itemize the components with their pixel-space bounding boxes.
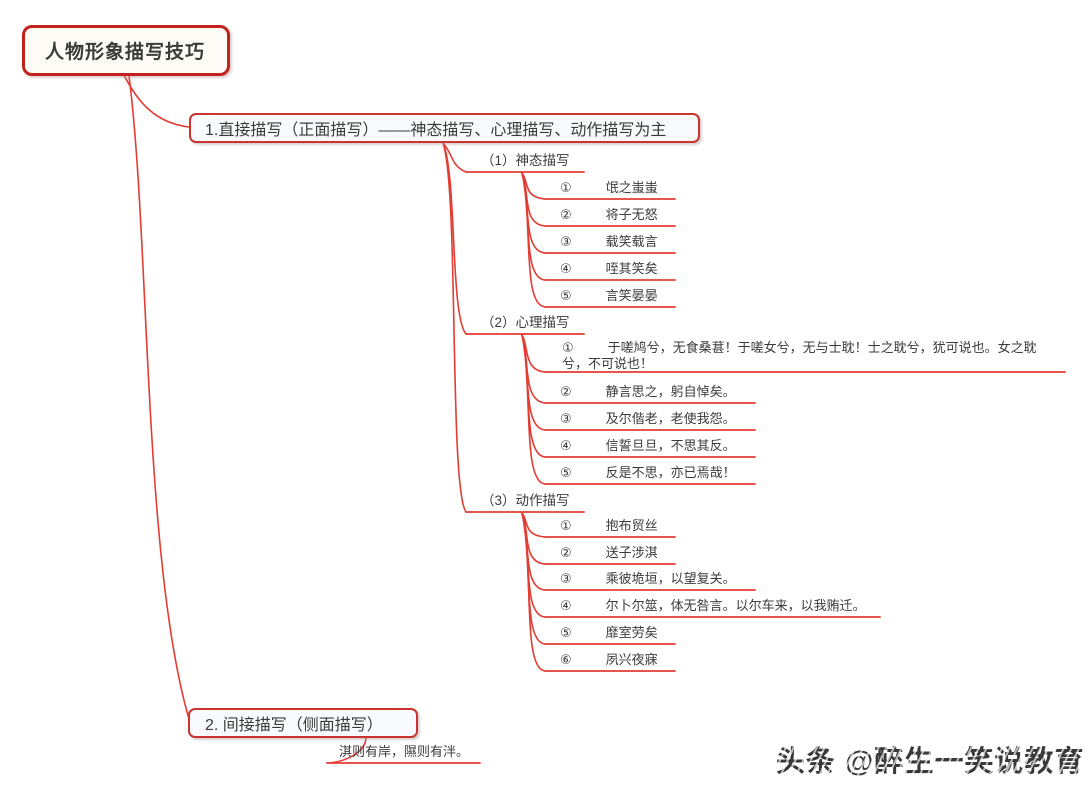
branch-curves bbox=[123, 74, 546, 764]
item-number: ① bbox=[560, 518, 572, 533]
item-text: 尔卜尔筮，体无咎言。以尔车来，以我贿迁。 bbox=[605, 598, 866, 613]
group2-item-4[interactable]: ④ 信誓旦旦，不思其反。 bbox=[560, 438, 736, 454]
watermark: 头条 @醉生一笑说教育 bbox=[776, 738, 1084, 780]
item-number: ③ bbox=[560, 411, 572, 426]
item-text: 氓之蚩蚩 bbox=[605, 180, 658, 195]
group3-header-label: （3）动作描写 bbox=[481, 493, 570, 508]
group1-item-3[interactable]: ③ 载笑载言 bbox=[560, 234, 658, 250]
root-node[interactable]: 人物形象描写技巧 bbox=[22, 25, 230, 76]
branch2-item-1[interactable]: 淇则有岸，隰则有泮。 bbox=[339, 744, 469, 760]
group1-item-1[interactable]: ① 氓之蚩蚩 bbox=[560, 180, 658, 196]
group1-item-2[interactable]: ② 将子无怒 bbox=[560, 207, 658, 223]
branch2-node[interactable]: 2. 间接描写（侧面描写） bbox=[188, 708, 418, 738]
item-text: 于嗟鸠兮，无食桑葚！于嗟女兮，无与士耽！士之耽兮，犹可说也。女之耽兮，不可说也！ bbox=[562, 340, 1037, 371]
group2-item-3[interactable]: ③ 及尔偕老，老使我怨。 bbox=[560, 411, 736, 427]
item-number: ⑤ bbox=[560, 625, 572, 640]
item-number: ③ bbox=[560, 234, 572, 249]
item-number: ① bbox=[560, 180, 572, 195]
item-number: ④ bbox=[560, 261, 572, 276]
item-number: ② bbox=[560, 384, 572, 399]
group1-item-5[interactable]: ⑤ 言笑晏晏 bbox=[560, 288, 658, 304]
item-text: 言笑晏晏 bbox=[605, 288, 658, 303]
item-text: 及尔偕老，老使我怨。 bbox=[605, 411, 736, 426]
item-number: ① bbox=[562, 340, 574, 355]
item-text: 淇则有岸，隰则有泮。 bbox=[339, 744, 470, 759]
item-number: ② bbox=[560, 545, 572, 560]
group3-item-5[interactable]: ⑤ 靡室劳矣 bbox=[560, 625, 658, 641]
group1-header-label: （1）神态描写 bbox=[481, 153, 570, 168]
item-text: 夙兴夜寐 bbox=[605, 652, 658, 667]
item-text: 载笑载言 bbox=[605, 234, 658, 249]
group3-item-4[interactable]: ④ 尔卜尔筮，体无咎言。以尔车来，以我贿迁。 bbox=[560, 598, 866, 614]
item-text: 咥其笑矣 bbox=[605, 261, 658, 276]
item-number: ⑤ bbox=[560, 288, 572, 303]
item-number: ⑤ bbox=[560, 465, 572, 480]
item-number: ② bbox=[560, 207, 572, 222]
item-number: ④ bbox=[560, 598, 572, 613]
branch1-node-label: 1.直接描写（正面描写）——神态描写、心理描写、动作描写为主 bbox=[205, 122, 667, 139]
item-text: 信誓旦旦，不思其反。 bbox=[605, 438, 736, 453]
item-text: 抱布贸丝 bbox=[605, 518, 658, 533]
item-number: ③ bbox=[560, 571, 572, 586]
root-node-label: 人物形象描写技巧 bbox=[45, 42, 206, 63]
group1-header[interactable]: （1）神态描写 bbox=[481, 152, 570, 169]
item-text: 靡室劳矣 bbox=[605, 625, 658, 640]
item-number: ④ bbox=[560, 438, 572, 453]
group3-item-1[interactable]: ① 抱布贸丝 bbox=[560, 518, 658, 534]
item-text: 反是不思，亦已焉哉！ bbox=[605, 465, 736, 480]
item-text: 将子无怒 bbox=[605, 207, 658, 222]
group3-item-2[interactable]: ② 送子涉淇 bbox=[560, 545, 658, 561]
branch2-node-label: 2. 间接描写（侧面描写） bbox=[205, 717, 383, 734]
item-number: ⑥ bbox=[560, 652, 572, 667]
group2-item-5[interactable]: ⑤ 反是不思，亦已焉哉！ bbox=[560, 465, 736, 481]
group3-header[interactable]: （3）动作描写 bbox=[481, 492, 570, 509]
group3-item-6[interactable]: ⑥ 夙兴夜寐 bbox=[560, 652, 658, 668]
watermark-text: 头条 @醉生一笑说教育 bbox=[776, 746, 1085, 778]
group2-header[interactable]: （2）心理描写 bbox=[481, 314, 570, 331]
item-text: 静言思之，躬自悼矣。 bbox=[605, 384, 736, 399]
group2-header-label: （2）心理描写 bbox=[481, 315, 570, 330]
branch1-node[interactable]: 1.直接描写（正面描写）——神态描写、心理描写、动作描写为主 bbox=[189, 113, 700, 143]
group2-item-2[interactable]: ② 静言思之，躬自悼矣。 bbox=[560, 384, 736, 400]
group3-item-3[interactable]: ③ 乘彼垝垣，以望复关。 bbox=[560, 571, 736, 587]
group1-item-4[interactable]: ④ 咥其笑矣 bbox=[560, 261, 658, 277]
item-text: 乘彼垝垣，以望复关。 bbox=[605, 571, 736, 586]
item-text: 送子涉淇 bbox=[605, 545, 658, 560]
